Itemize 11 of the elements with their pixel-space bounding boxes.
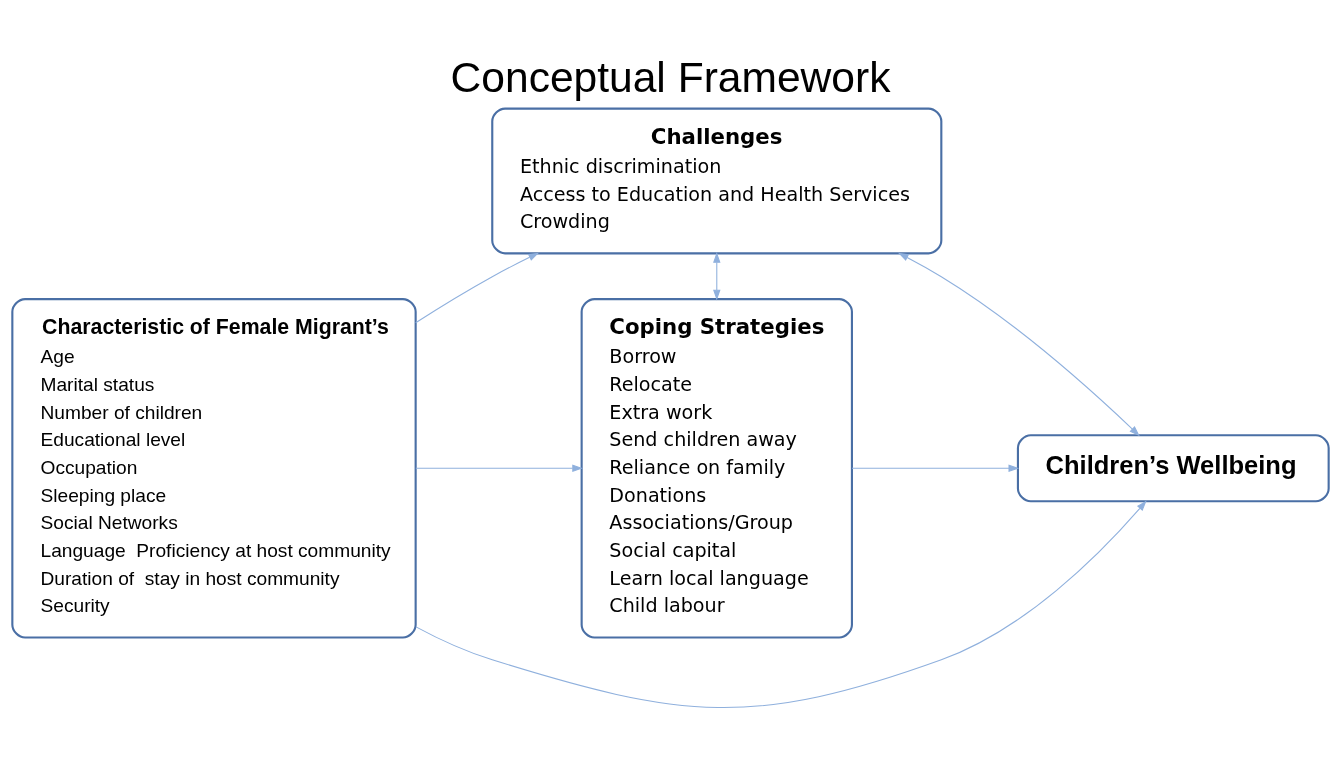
arrow [713, 251, 721, 300]
arrow [851, 464, 1020, 472]
node-box: Challenges Ethnic discrimination Access to Education and Health Services Crowding [491, 107, 943, 254]
node-box: Children’s Wellbeing [1016, 433, 1330, 502]
arrow [898, 252, 1140, 436]
arrow [415, 464, 583, 472]
arrow [415, 499, 1147, 708]
node-box: Characteristic of Female Migrant’s Age Marital status Number of children Educational level Occupation Sleeping place Social Networks Language Proficiency at host community Duration of stay in host community Security [11, 297, 417, 639]
arrow [415, 252, 540, 323]
diagram-title: Conceptual Framework [450, 52, 891, 101]
node-box: Coping Strategies Borrow Relocate Extra work Send children away Reliance on family Donations Associations/Group Social capital Learn local language Child labour [580, 297, 853, 639]
